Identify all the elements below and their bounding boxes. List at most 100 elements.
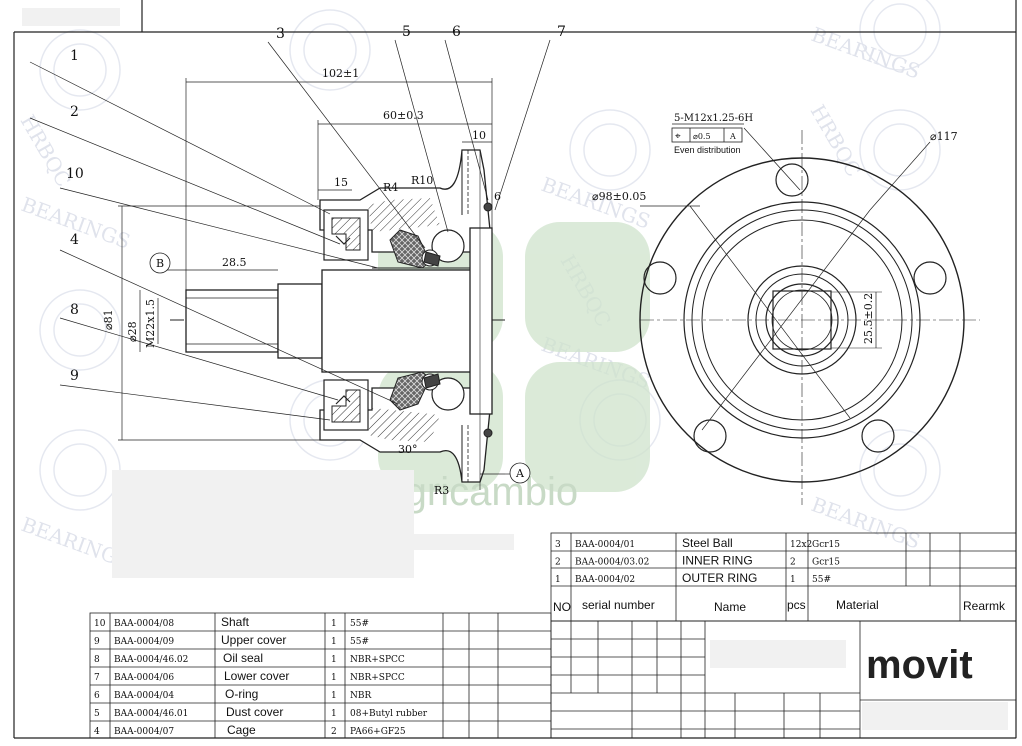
bolt-spec: 5-M12x1.25-6H [674, 113, 753, 124]
balloon-2: 2 [70, 104, 79, 120]
bom-cell-no: 8 [94, 655, 100, 665]
bom-cell-name: Lower cover [224, 669, 289, 683]
bom-cell-name: OUTER RING [682, 571, 757, 585]
bom-cell-name: INNER RING [682, 554, 753, 568]
bolt-hole [643, 261, 677, 295]
redacted-box [112, 470, 414, 578]
bom-cell-code: BAA-0004/01 [575, 540, 635, 550]
shaft-core [321, 269, 473, 373]
dim-30-deg: 30° [398, 443, 418, 456]
bom-cell-name: Shaft [221, 615, 250, 629]
bom-cell-name: Upper cover [221, 633, 286, 647]
bom-cell-material: Gcr15 [812, 558, 840, 568]
bom-cell-code: BAA-0004/08 [114, 619, 174, 629]
o-ring [483, 428, 493, 438]
bom-cell-qty: 2 [331, 727, 337, 737]
ball [431, 377, 465, 411]
bom-cell-qty: 1 [331, 709, 337, 719]
bom-cell-material: 08+Butyl rubber [350, 709, 428, 719]
bom-cell-no: 2 [555, 558, 561, 568]
bolt-note: Even distribution [674, 145, 741, 155]
header-remark: Rearmk [963, 599, 1006, 613]
bom-cell-name: Oil seal [223, 651, 263, 665]
header-pcs: pcs [787, 598, 806, 612]
bolt-hole [693, 419, 727, 453]
end-view [639, 123, 980, 505]
bom-cell-material: NBR [350, 691, 371, 701]
end-view-texts: 5-M12x1.25-6H ⌖ ⌀0.5 A Even distribution… [592, 113, 958, 344]
leader-lines [29, 39, 551, 421]
bom-cell-material: 55# [350, 637, 369, 647]
bom-cell-qty: 1 [790, 575, 796, 585]
dim-6: 6 [494, 190, 501, 203]
balloon-1: 1 [70, 48, 79, 64]
balloon-4: 4 [70, 232, 79, 248]
balloon-9: 9 [70, 368, 79, 384]
header-serial: serial number [582, 598, 655, 612]
o-ring [483, 202, 493, 212]
bom-cell-no: 6 [94, 691, 100, 701]
dim-outer-dia: ⌀117 [930, 130, 958, 143]
bom-cell-no: 3 [555, 540, 561, 550]
bom-cell-code: BAA-0004/46.01 [114, 709, 188, 719]
bom-cell-material: Gcr15 [812, 540, 840, 550]
redacted-box [710, 640, 846, 668]
balloon-6: 6 [452, 24, 461, 40]
dimension-texts: 102±1 60±0.3 10 15 R4 R10 6 28.5 30° R3 … [102, 67, 525, 497]
bom-cell-qty: 1 [331, 691, 337, 701]
dim-r4: R4 [383, 181, 398, 194]
header-name: Name [714, 600, 746, 614]
dim-thread: M22x1.5 [144, 299, 157, 348]
bom-cell-code: BAA-0004/03.02 [575, 558, 649, 568]
bolt-hole [861, 419, 895, 453]
dimension-lines [118, 78, 510, 475]
bom-cell-no: 9 [94, 637, 100, 647]
section-view [170, 149, 505, 490]
bolt-hole [913, 261, 947, 295]
bom-cell-name: Cage [227, 723, 256, 737]
bolt-hole [775, 163, 809, 197]
dim-total-length: 102±1 [322, 67, 359, 80]
dim-flange-thickness: 10 [472, 129, 486, 142]
datum-markers [149, 252, 531, 484]
bom-cell-qty: 12x2 [790, 540, 812, 550]
balloon-5: 5 [402, 24, 411, 40]
balloon-10: 10 [66, 166, 84, 182]
dim-dia-28: ⌀28 [126, 321, 139, 342]
bom-header: NO serial number Name pcs Material Rearm… [553, 598, 1006, 614]
bom-lower-table [89, 612, 552, 739]
bom-cell-code: BAA-0004/09 [114, 637, 174, 647]
bom-cell-qty: 2 [790, 558, 796, 568]
bom-cell-qty: 1 [331, 655, 337, 665]
balloon-7: 7 [557, 24, 566, 40]
bom-cell-name: O-ring [225, 687, 258, 701]
bom-cell-qty: 1 [331, 637, 337, 647]
bom-cell-material: 55# [812, 575, 831, 585]
bom-cell-qty: 1 [331, 673, 337, 683]
bg-letters: HRBQC [806, 101, 866, 181]
bom-cell-code: BAA-0004/06 [114, 673, 174, 683]
dim-dia-81: ⌀81 [102, 309, 115, 330]
header-material: Material [836, 598, 879, 612]
redacted-box [414, 534, 514, 550]
bolt-datum: A [729, 132, 736, 141]
header-no: NO [553, 600, 571, 614]
redacted-box [22, 8, 120, 26]
balloon-labels: 1 2 3 5 6 7 10 4 8 9 [66, 24, 566, 384]
bom-cell-code: BAA-0004/46.02 [114, 655, 188, 665]
movit-logo: movit [866, 643, 973, 687]
dim-pcd: ⌀98±0.05 [592, 190, 646, 203]
bom-cell-code: BAA-0004/04 [114, 691, 174, 701]
bom-cell-no: 4 [94, 727, 100, 737]
feature-control-frame [671, 127, 743, 143]
bom-cell-qty: 1 [331, 619, 337, 629]
redacted-box [862, 702, 1008, 730]
dim-r10: R10 [411, 174, 433, 187]
bom-cell-material: PA66+GF25 [350, 727, 406, 737]
bom-cell-code: BAA-0004/07 [114, 727, 174, 737]
datum-b: B [156, 257, 164, 270]
bom-cell-no: 10 [94, 619, 106, 629]
bom-cell-name: Steel Ball [682, 536, 733, 550]
